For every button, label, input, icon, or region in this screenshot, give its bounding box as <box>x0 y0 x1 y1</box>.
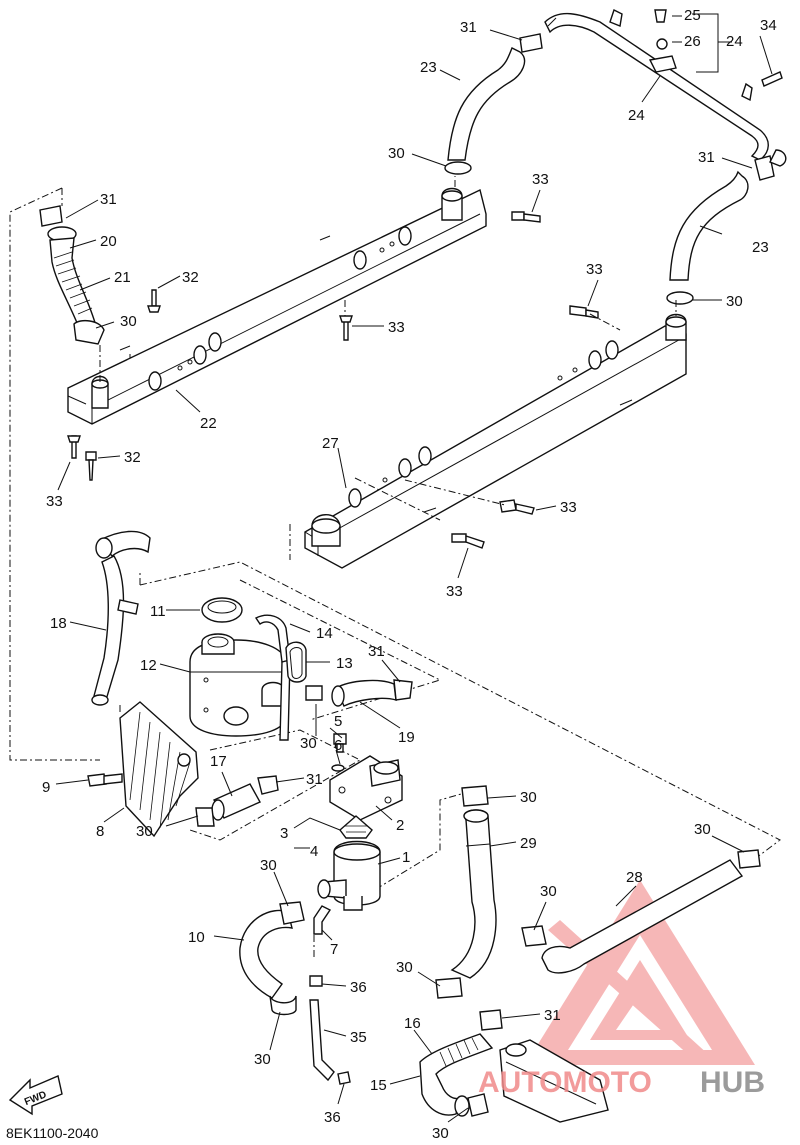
callout-30: 30 <box>254 1051 271 1068</box>
callout-30: 30 <box>540 883 557 900</box>
callout-30: 30 <box>726 293 743 310</box>
callout-16: 16 <box>404 1015 421 1032</box>
callout-labels: 31 23 24 25 26 24 34 30 31 23 30 31 20 2… <box>42 7 777 1142</box>
callout-7: 7 <box>330 941 338 958</box>
callout-20: 20 <box>100 233 117 250</box>
callout-24-group: 24 <box>726 33 743 50</box>
callout-26: 26 <box>684 33 701 50</box>
callout-17: 17 <box>210 753 227 770</box>
bracket-8 <box>119 701 199 838</box>
hose-14 <box>254 614 291 741</box>
callout-28: 28 <box>626 869 643 886</box>
callout-1: 1 <box>402 849 410 866</box>
callout-31: 31 <box>460 19 477 36</box>
watermark-part2: HUB <box>700 1066 765 1099</box>
hose-19 <box>305 679 413 707</box>
callout-8: 8 <box>96 823 104 840</box>
reservoir-tank-12 <box>189 633 287 737</box>
hose-29 <box>435 785 497 999</box>
callout-23: 23 <box>420 59 437 76</box>
pipe-15-16 <box>419 1009 503 1117</box>
bolt-9-shank <box>103 773 123 785</box>
callout-27: 27 <box>322 435 339 452</box>
callout-33: 33 <box>560 499 577 516</box>
left-hose-assembly <box>39 205 105 345</box>
callout-33: 33 <box>586 261 603 278</box>
callout-12: 12 <box>140 657 157 674</box>
watermark-text: AUTOMOTO HUB <box>478 1066 765 1099</box>
callout-32: 32 <box>182 269 199 286</box>
callout-36: 36 <box>350 979 367 996</box>
callout-30: 30 <box>432 1125 449 1142</box>
thermostat-assembly <box>317 755 403 911</box>
callout-30: 30 <box>136 823 153 840</box>
callout-10: 10 <box>188 929 205 946</box>
callout-31: 31 <box>544 1007 561 1024</box>
hose-17 <box>195 775 279 827</box>
callout-5: 5 <box>334 713 342 730</box>
callout-30: 30 <box>260 857 277 874</box>
callout-35: 35 <box>350 1029 367 1046</box>
reservoir-cap-11 <box>201 597 243 623</box>
callout-22: 22 <box>200 415 217 432</box>
callout-19: 19 <box>398 729 415 746</box>
overflow-hose-18 <box>91 530 151 706</box>
water-pump-outlet <box>499 1039 609 1123</box>
callout-25: 25 <box>684 7 701 24</box>
callout-33: 33 <box>46 493 63 510</box>
callout-36: 36 <box>324 1109 341 1126</box>
callout-18: 18 <box>50 615 67 632</box>
pipe-7 <box>313 905 332 935</box>
callout-4: 4 <box>310 843 318 860</box>
callout-6: 6 <box>334 737 342 754</box>
callout-11: 11 <box>150 603 166 620</box>
lower-bolts <box>451 305 599 549</box>
hose-10 <box>239 901 305 1016</box>
callout-33: 33 <box>446 583 463 600</box>
callout-30: 30 <box>120 313 137 330</box>
callout-leaders <box>55 15 773 1123</box>
callout-32: 32 <box>124 449 141 466</box>
callout-15: 15 <box>370 1077 387 1094</box>
upper-head-pipe <box>67 187 487 425</box>
callout-24: 24 <box>628 107 645 124</box>
callout-31: 31 <box>100 191 117 208</box>
assembly-leader-lines <box>9 176 677 560</box>
callout-23: 23 <box>752 239 769 256</box>
watermark-part1: AUTOMOTO <box>478 1066 652 1099</box>
grommet-13 <box>285 641 307 683</box>
callout-31: 31 <box>368 643 385 660</box>
callout-31: 31 <box>306 771 323 788</box>
callout-9: 9 <box>42 779 50 796</box>
callout-21: 21 <box>114 269 131 286</box>
callout-31: 31 <box>698 149 715 166</box>
callout-13: 13 <box>336 655 353 672</box>
hose-35 <box>309 975 351 1085</box>
callout-3: 3 <box>280 825 288 842</box>
callout-30: 30 <box>388 145 405 162</box>
callout-34: 34 <box>760 17 777 34</box>
callout-14: 14 <box>316 625 333 642</box>
callout-30: 30 <box>396 959 413 976</box>
callout-30: 30 <box>694 821 711 838</box>
callout-2: 2 <box>396 817 404 834</box>
lower-head-pipe <box>304 313 687 569</box>
callout-33: 33 <box>388 319 405 336</box>
bolt-5-washer-6 <box>331 733 347 772</box>
fwd-arrow: FWD <box>8 1075 63 1116</box>
upper-bolts <box>67 211 541 481</box>
callout-29: 29 <box>520 835 537 852</box>
drawing-code: 8EK1100-2040 <box>6 1125 99 1141</box>
upper-pipe-assembly <box>444 9 787 305</box>
callout-33: 33 <box>532 171 549 188</box>
callout-30: 30 <box>520 789 537 806</box>
callout-30: 30 <box>300 735 317 752</box>
lower-frame-lines <box>9 560 781 960</box>
